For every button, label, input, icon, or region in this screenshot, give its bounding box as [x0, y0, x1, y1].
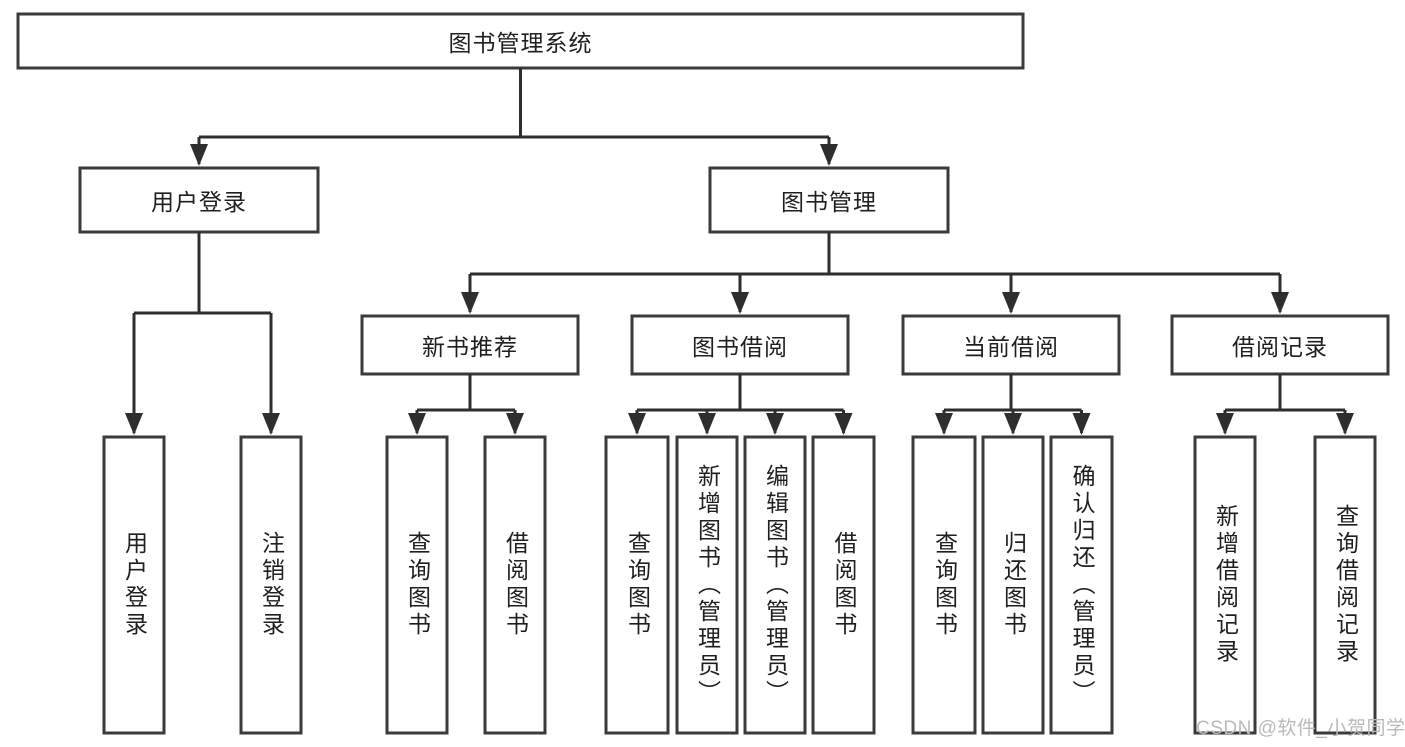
arrow-head-icon: [1216, 413, 1234, 435]
leaf-node-box[interactable]: [911, 435, 977, 735]
arrow-head-icon: [1072, 413, 1091, 435]
node-boxes-group: [16, 12, 1390, 735]
leaf-node-box[interactable]: [1049, 435, 1114, 735]
leaf-node-box[interactable]: [102, 435, 166, 735]
arrow-head-icon: [1004, 413, 1022, 435]
leaf-node-box[interactable]: [1313, 435, 1377, 735]
level2-node-box[interactable]: [78, 166, 320, 234]
arrow-head-icon: [820, 144, 838, 166]
leaf-node-box[interactable]: [483, 435, 547, 735]
arrow-head-icon: [1336, 413, 1354, 435]
level2-node-box[interactable]: [708, 166, 950, 234]
arrow-head-icon: [834, 413, 853, 435]
leaf-node-box[interactable]: [385, 435, 449, 735]
arrow-head-icon: [125, 413, 143, 435]
arrow-head-icon: [461, 292, 479, 314]
arrow-head-icon: [262, 413, 280, 435]
leaf-node-box[interactable]: [604, 435, 670, 735]
leaf-node-box[interactable]: [743, 435, 807, 735]
arrow-head-icon: [731, 292, 749, 314]
arrow-head-icon: [190, 144, 208, 166]
leaf-node-box[interactable]: [675, 435, 739, 735]
arrow-head-icon: [698, 413, 716, 435]
arrow-head-icon: [766, 413, 784, 435]
leaf-node-box[interactable]: [811, 435, 876, 735]
arrow-head-icon: [1002, 292, 1020, 314]
root-node-box[interactable]: [16, 12, 1025, 70]
arrow-head-icon: [408, 413, 426, 435]
arrow-head-icon: [935, 413, 953, 435]
leaf-node-box[interactable]: [981, 435, 1045, 735]
arrow-head-icon: [1271, 292, 1289, 314]
level3-node-box[interactable]: [1170, 314, 1390, 376]
arrow-head-icon: [628, 413, 646, 435]
leaf-node-box[interactable]: [239, 435, 303, 735]
level3-node-box[interactable]: [901, 314, 1121, 376]
leaf-node-box[interactable]: [1193, 435, 1257, 735]
connector-lines-group: [125, 68, 1354, 435]
level3-node-box[interactable]: [360, 314, 580, 376]
arrow-head-icon: [506, 413, 524, 435]
level3-node-box[interactable]: [630, 314, 850, 376]
